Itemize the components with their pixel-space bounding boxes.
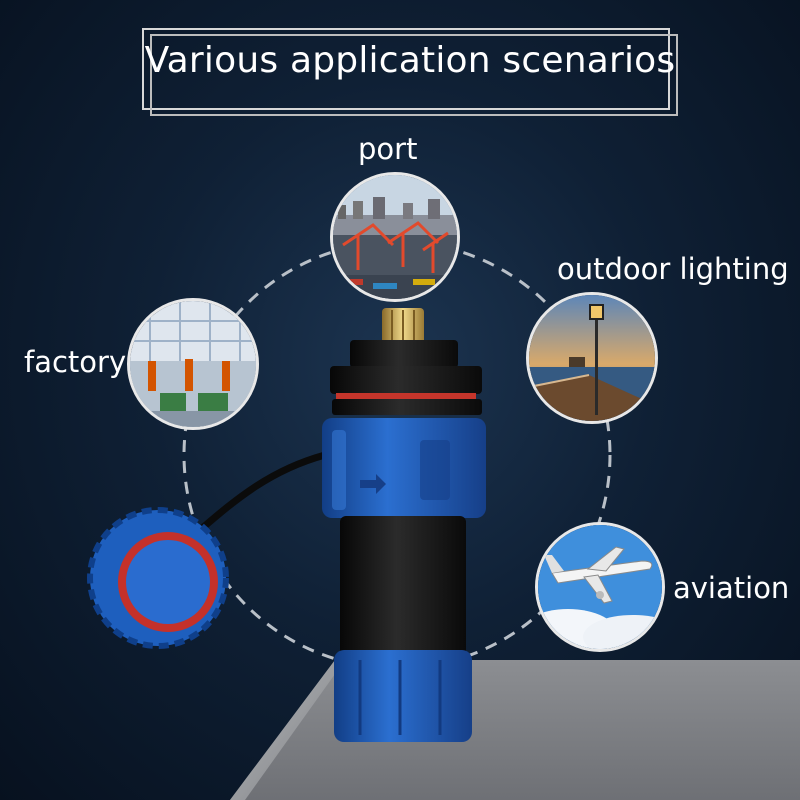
port-label: port xyxy=(358,132,418,166)
table-top xyxy=(230,660,800,800)
outdoor-lighting-label: outdoor lighting xyxy=(557,252,789,286)
table-edge xyxy=(230,660,345,800)
title-frame xyxy=(142,28,678,116)
dust-cap xyxy=(87,507,229,649)
port-image xyxy=(330,172,460,302)
factory-image xyxy=(127,298,259,430)
aviation-image xyxy=(535,522,665,652)
cable xyxy=(197,451,326,533)
dashed-orbit-circle xyxy=(182,240,612,670)
connector-body xyxy=(322,308,486,742)
page-title: Various application scenarios xyxy=(144,40,676,81)
outdoor-lighting-image xyxy=(526,292,658,424)
aviation-label: aviation xyxy=(673,571,790,605)
factory-label: factory xyxy=(24,345,127,379)
